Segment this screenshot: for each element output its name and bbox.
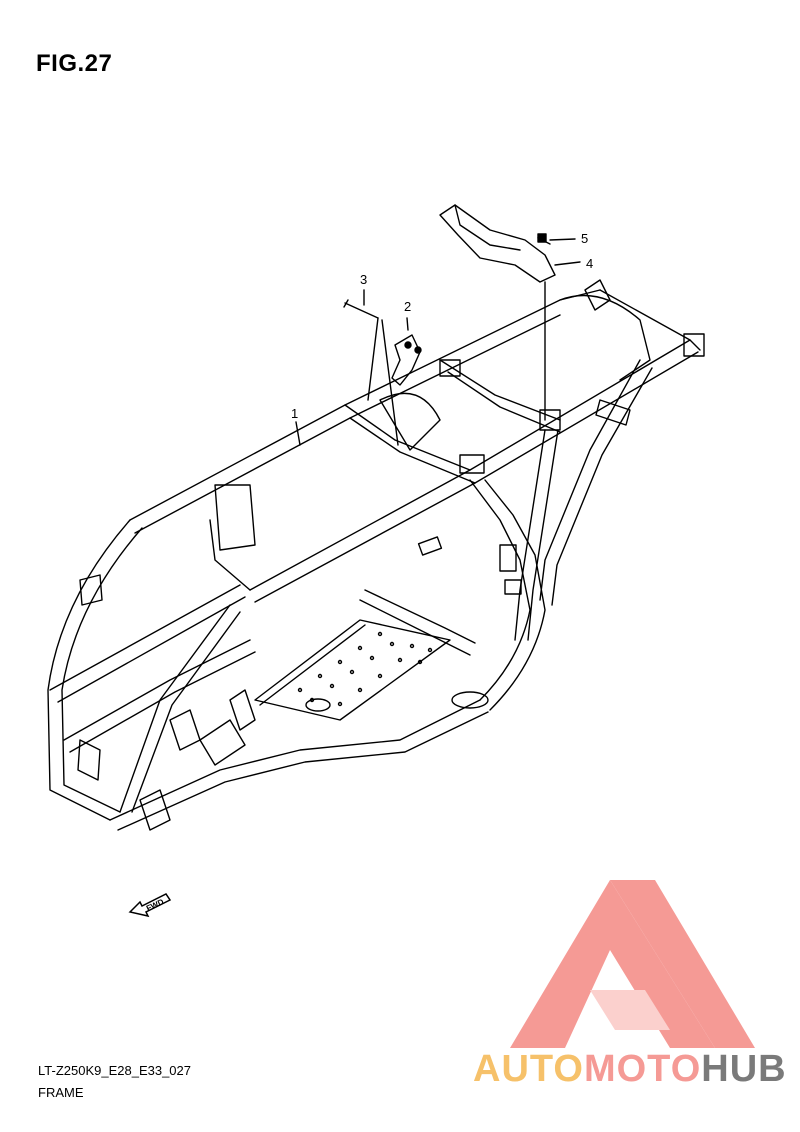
- floor-plate-holes: [297, 631, 433, 707]
- callout-2: 2: [404, 299, 411, 314]
- leader-line-5: [549, 238, 576, 241]
- leader-line-4: [554, 261, 581, 266]
- leader-line-3b: [367, 317, 379, 401]
- watermark-text: AUTOMOTOHUB: [473, 1048, 787, 1090]
- bracket-part: [391, 334, 421, 386]
- callout-1: 1: [291, 406, 298, 421]
- leader-line-2: [406, 317, 409, 331]
- bolt-part: [344, 302, 379, 319]
- figure-name: FRAME: [38, 1085, 84, 1100]
- automotohub-logo: [510, 880, 755, 1048]
- frame-body: [47, 279, 705, 831]
- fwd-arrow-icon: FWD: [128, 893, 172, 918]
- fwd-label: FWD: [145, 897, 166, 913]
- callout-4: 4: [586, 256, 593, 271]
- figure-title: FIG.27: [36, 50, 113, 77]
- callout-3: 3: [360, 272, 367, 287]
- seat-bracket-part: [439, 204, 556, 283]
- callout-5: 5: [581, 231, 588, 246]
- leader-line-3c: [381, 319, 399, 446]
- figure-code: LT-Z250K9_E28_E33_027: [38, 1063, 191, 1078]
- leader-line-1: [295, 421, 301, 446]
